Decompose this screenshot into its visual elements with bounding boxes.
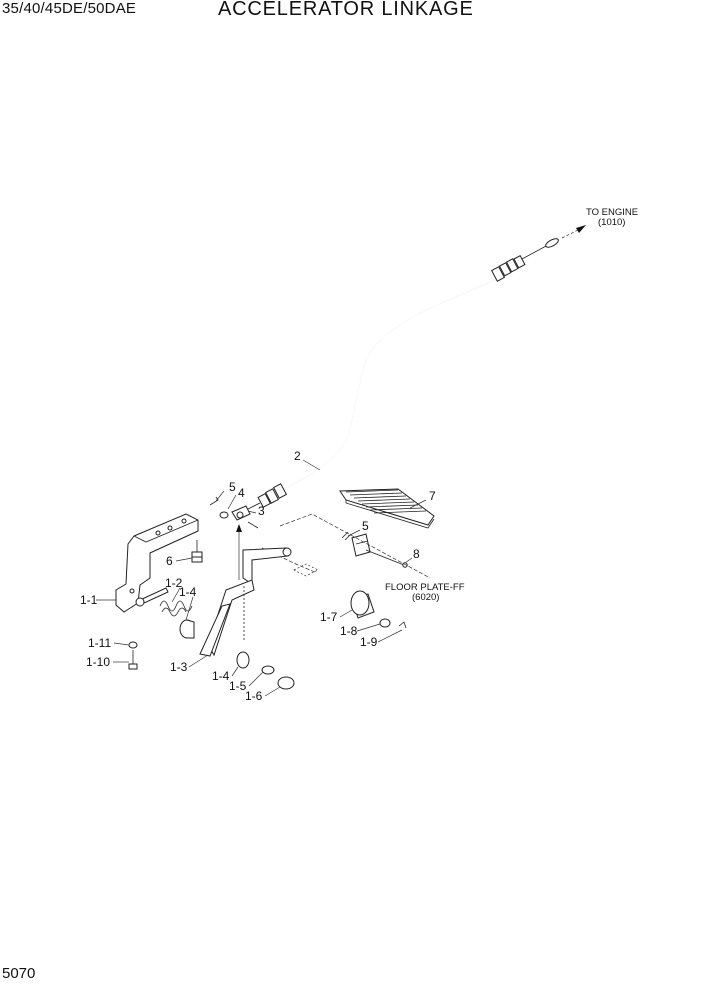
label-part-1-7: 1-7 xyxy=(320,610,338,624)
label-part-1-1: 1-1 xyxy=(80,593,98,607)
nut-part-1-11 xyxy=(128,641,138,649)
label-part-5-upper: 5 xyxy=(229,480,236,494)
cotter-pin-part-5-lower xyxy=(341,531,352,541)
accelerator-cable xyxy=(245,238,559,511)
bushing-part-1-4-upper xyxy=(179,619,195,639)
assembly-arrow xyxy=(236,524,242,580)
label-part-7: 7 xyxy=(429,489,436,503)
pedal-hinge-bracket xyxy=(351,533,408,568)
label-part-6: 6 xyxy=(166,554,173,568)
pedal-pad-part-7 xyxy=(339,488,435,529)
page-number: 5070 xyxy=(2,965,36,982)
cable-engine-end-fitting xyxy=(490,238,559,282)
washer-part-1-8 xyxy=(379,618,391,628)
pedal-arm-part-1-3 xyxy=(199,547,292,657)
floor-plate-note: FLOOR PLATE-FF xyxy=(385,582,465,593)
cotter-pin-part-5-upper xyxy=(209,496,219,506)
label-part-1-6: 1-6 xyxy=(245,689,263,703)
spring-part-1-2 xyxy=(159,600,193,617)
label-part-1-10: 1-10 xyxy=(86,655,110,669)
model-code: 35/40/45DE/50DAE xyxy=(2,0,137,17)
washer-part-4 xyxy=(219,511,229,519)
floor-plate-outline xyxy=(261,513,431,579)
label-part-8: 8 xyxy=(413,547,420,561)
label-part-3: 3 xyxy=(258,504,265,518)
label-part-1-2: 1-2 xyxy=(165,576,183,590)
cable-pedal-end-fitting xyxy=(245,483,288,511)
to-engine-note: TO ENGINE xyxy=(586,207,638,218)
label-part-1-4-lower: 1-4 xyxy=(212,669,230,683)
label-part-5-lower: 5 xyxy=(362,519,369,533)
bolt-part-1-10 xyxy=(128,650,138,670)
clevis-part-3 xyxy=(231,505,259,529)
leader-lines xyxy=(96,459,427,697)
label-part-4: 4 xyxy=(238,486,245,500)
pivot-shaft xyxy=(135,587,169,607)
to-engine-arrow xyxy=(561,225,586,239)
floor-plate-ref: (6020) xyxy=(412,592,439,603)
label-part-1-5: 1-5 xyxy=(229,679,247,693)
stopper-part-1-7 xyxy=(350,590,375,619)
label-part-1-11: 1-11 xyxy=(88,636,111,650)
label-part-1-9: 1-9 xyxy=(360,635,378,649)
label-part-1-3: 1-3 xyxy=(170,660,188,674)
label-part-1-8: 1-8 xyxy=(340,624,358,638)
page-title: ACCELERATOR LINKAGE xyxy=(218,0,474,20)
pin-part-1-9 xyxy=(398,621,407,629)
nut-part-1-6 xyxy=(277,676,295,690)
label-part-2: 2 xyxy=(294,449,301,463)
bushing-part-1-4-lower xyxy=(236,651,250,669)
bolt-part-6 xyxy=(191,540,203,563)
label-part-1-4-upper: 1-4 xyxy=(179,585,197,599)
washer-part-1-5 xyxy=(261,665,275,675)
to-engine-ref: (1010) xyxy=(598,217,625,228)
mounting-bracket-part-1-1 xyxy=(115,513,199,613)
